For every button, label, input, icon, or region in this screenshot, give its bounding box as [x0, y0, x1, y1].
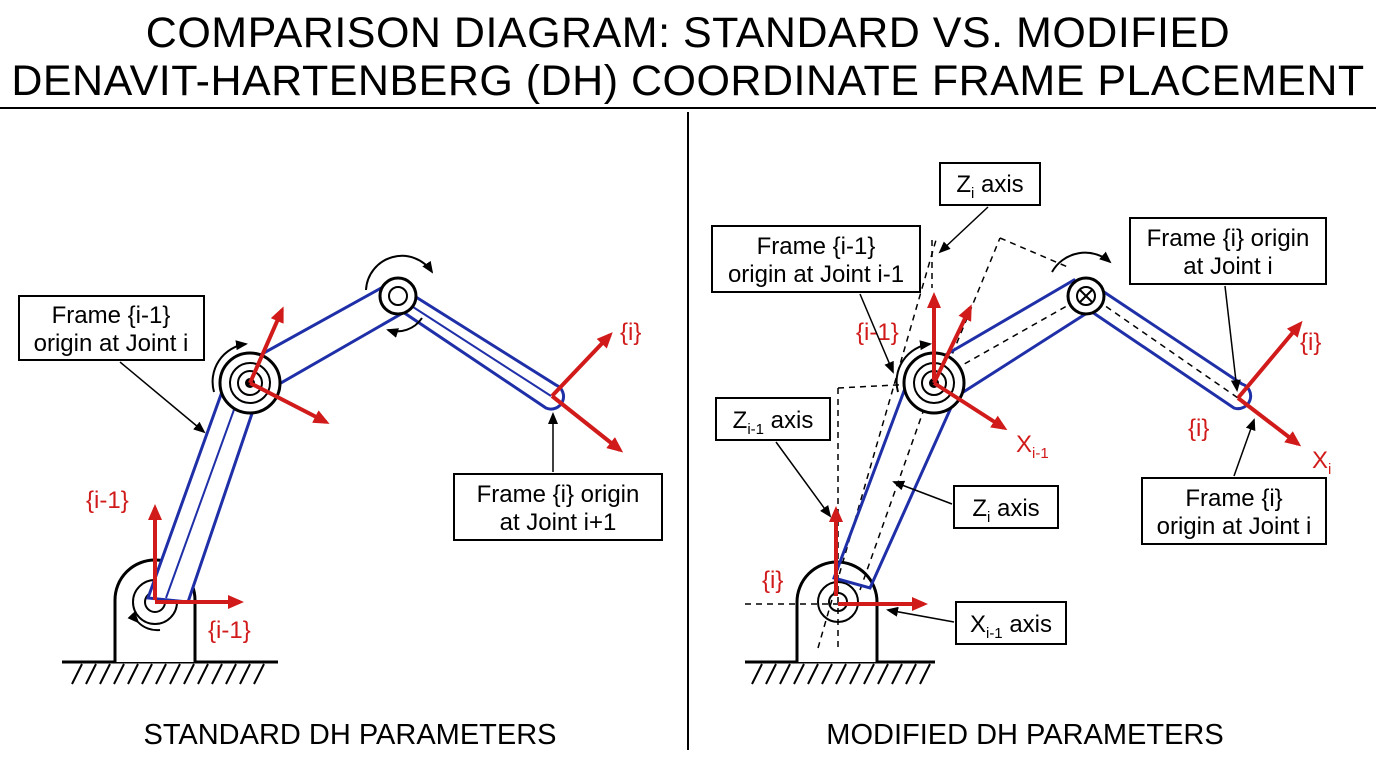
modified-callout-z-i-minus-1: Zi-1 axis [715, 397, 832, 518]
standard-joint-i-rotation-arrow [211, 340, 248, 393]
svg-text:at Joint i: at Joint i [1183, 253, 1272, 280]
standard-label-frame-end: {i} [620, 319, 641, 346]
svg-text:Frame {i}: Frame {i} [1185, 485, 1282, 512]
modified-label-i-top: {i} [1300, 329, 1321, 356]
modified-ground-hatch [745, 660, 935, 685]
modified-panel: {i-1} {i} {i} {i} Xi-1 Xi Zi axis Frame … [711, 162, 1331, 685]
standard-frame-base [148, 504, 244, 609]
svg-text:Frame {i} origin: Frame {i} origin [477, 481, 640, 508]
standard-panel: {i-1} {i-1} {i} Frame {i-1} origin at Jo… [18, 254, 663, 685]
standard-callout-frame-base: Frame {i-1} origin at Joint i [18, 295, 206, 434]
modified-label-i-base: {i} [762, 567, 783, 594]
modified-label-x-i-minus-1: Xi-1 [1016, 431, 1049, 462]
modified-label-i-end: {i} [1188, 415, 1209, 442]
modified-callout-frame-i-bottom: Frame {i} origin at Joint i [1141, 418, 1327, 545]
standard-label-base-x: {i-1} [208, 617, 251, 644]
standard-ground-hatch [62, 660, 278, 685]
modified-callout-zi-top: Zi axis [938, 162, 1041, 254]
standard-frame-joint-i [248, 306, 330, 424]
svg-text:origin at Joint i: origin at Joint i [34, 330, 189, 357]
page-title-line-2: DENAVIT-HARTENBERG (DH) COORDINATE FRAME… [11, 57, 1365, 105]
modified-frame-base [829, 506, 928, 611]
svg-text:at Joint i+1: at Joint i+1 [500, 509, 617, 536]
svg-text:Zi-1 axis: Zi-1 axis [733, 407, 814, 438]
svg-text:Frame {i-1}: Frame {i-1} [52, 302, 171, 329]
standard-dh-caption: STANDARD DH PARAMETERS [143, 719, 557, 751]
modified-frame-joint-i-minus-1 [927, 292, 1008, 431]
svg-text:origin at Joint i-1: origin at Joint i-1 [728, 261, 904, 288]
modified-callout-zi-mid: Zi axis [892, 480, 1059, 529]
modified-callout-x-i-minus-1: Xi-1 axis [886, 601, 1067, 645]
svg-text:Zi axis: Zi axis [956, 171, 1023, 202]
modified-frame-end [1236, 320, 1303, 447]
modified-dh-caption: MODIFIED DH PARAMETERS [826, 719, 1224, 751]
standard-frame-end [550, 332, 624, 453]
modified-link-3 [1083, 276, 1253, 411]
svg-text:Xi-1 axis: Xi-1 axis [970, 611, 1052, 642]
svg-text:Zi axis: Zi axis [972, 495, 1039, 526]
modified-callout-frame-prev: Frame {i-1} origin at Joint i-1 [711, 225, 921, 374]
page-title-line-1: COMPARISON DIAGRAM: STANDARD VS. MODIFIE… [145, 9, 1231, 57]
standard-label-base-z: {i-1} [86, 487, 129, 514]
modified-callout-frame-i-top: Frame {i} origin at Joint i [1129, 217, 1327, 392]
standard-callout-frame-end: Frame {i} origin at Joint i+1 [453, 412, 663, 541]
svg-text:Frame {i} origin: Frame {i} origin [1147, 225, 1310, 252]
standard-link-3 [389, 278, 566, 411]
svg-text:origin at Joint i: origin at Joint i [1157, 513, 1312, 540]
modified-joint-i [1051, 251, 1112, 316]
svg-text:Frame {i-1}: Frame {i-1} [757, 233, 876, 260]
standard-joint-top [365, 254, 434, 338]
modified-joint-i-minus-1 [895, 340, 966, 415]
modified-label-i-minus-1: {i-1} [856, 319, 899, 346]
modified-label-x-i: Xi [1312, 447, 1331, 478]
standard-base-rotation-arrow [127, 611, 161, 632]
